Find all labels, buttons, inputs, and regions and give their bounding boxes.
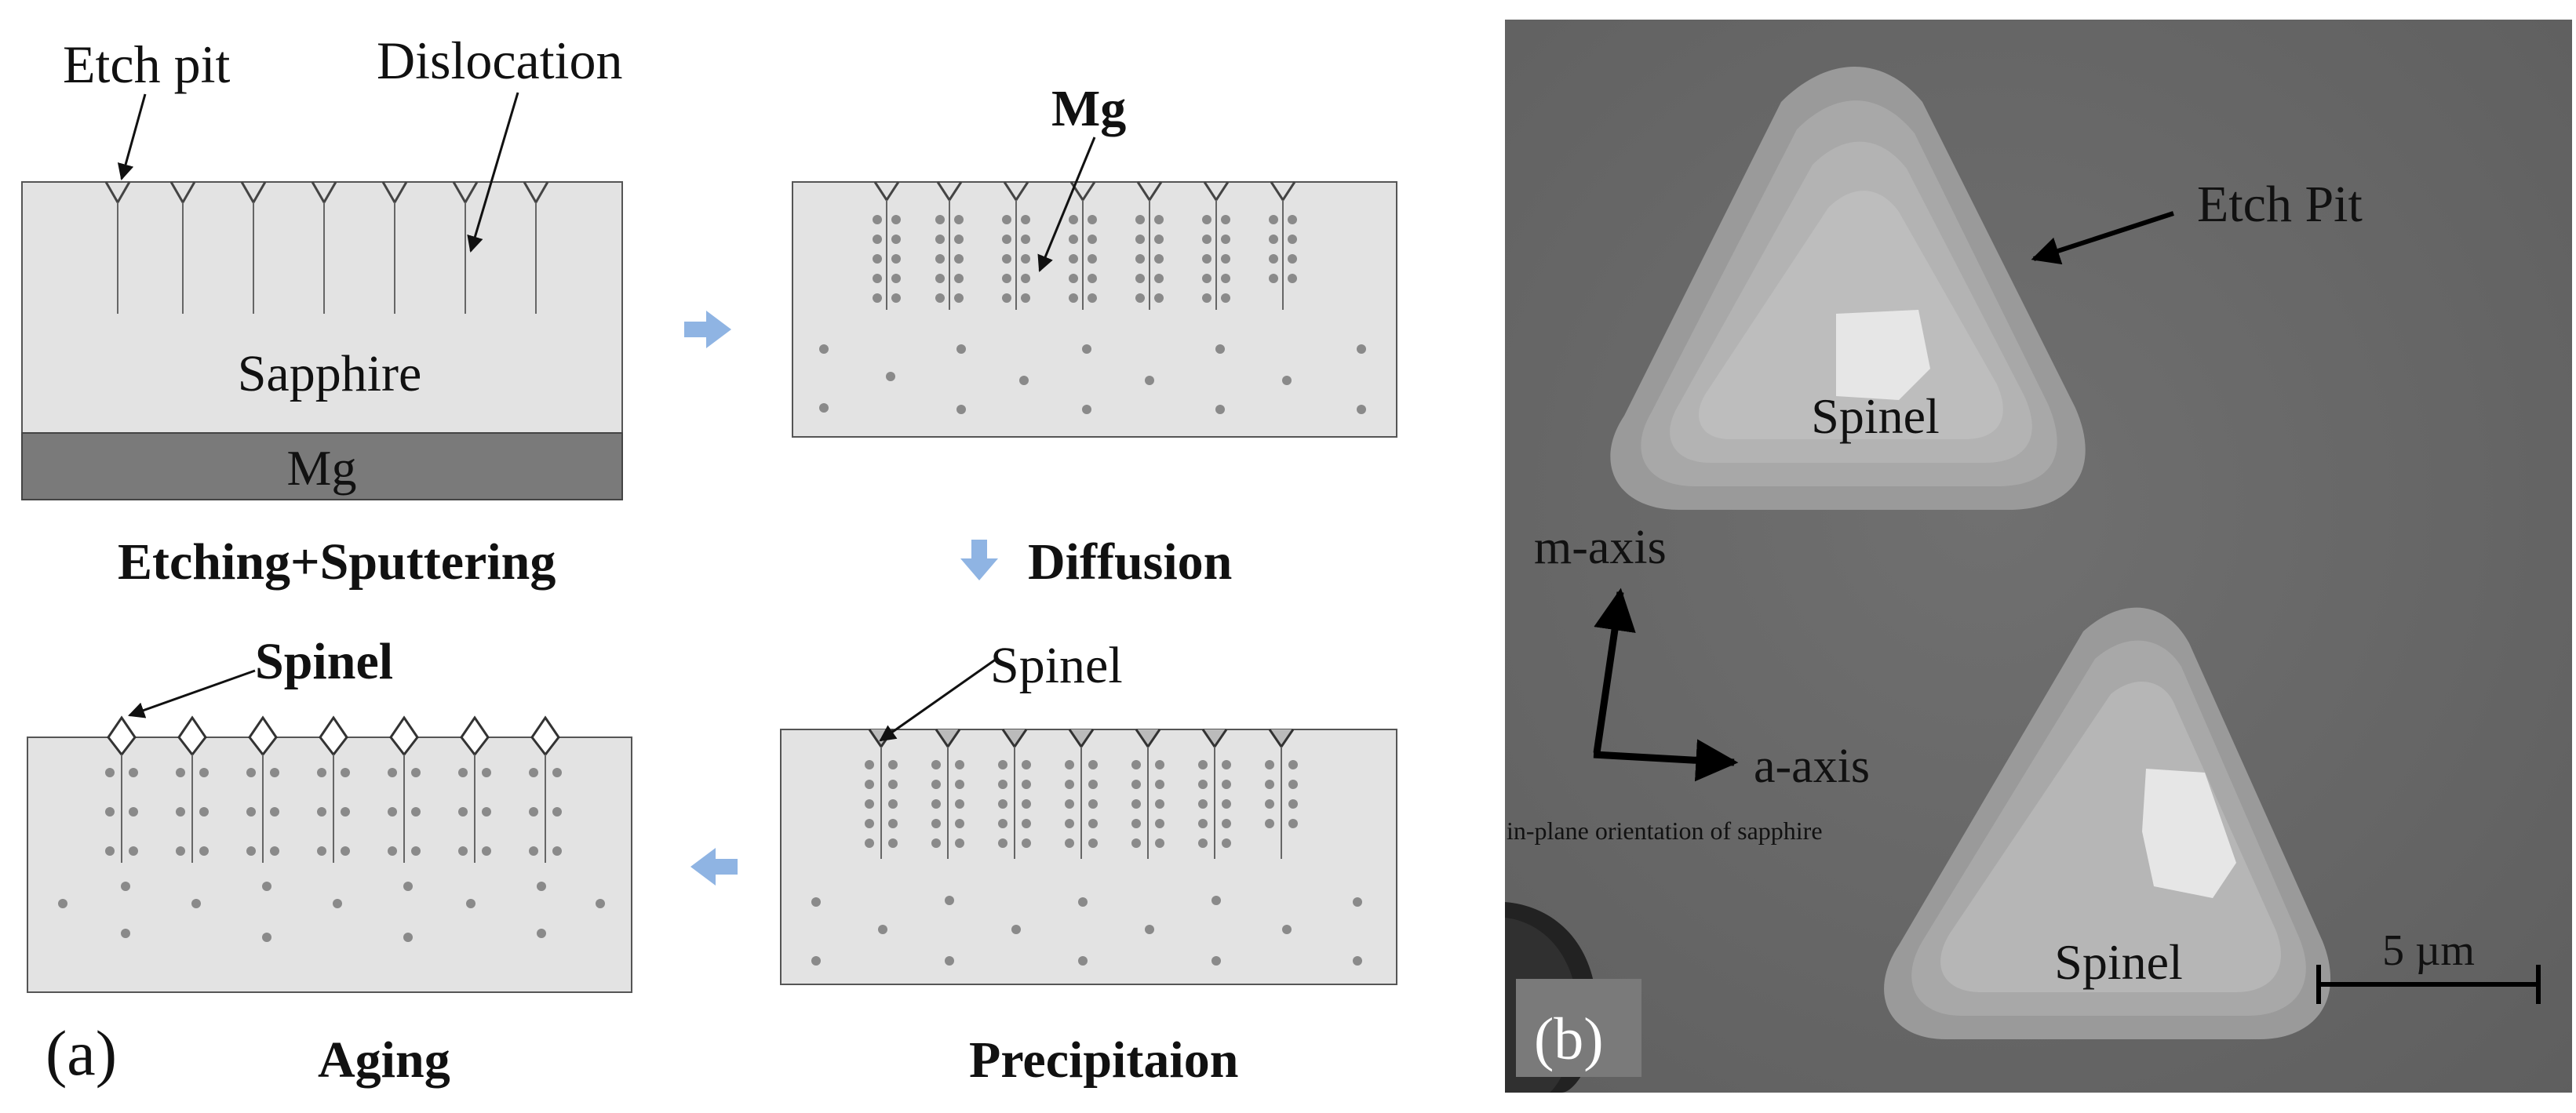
dislocation-lines-step2 [886,200,1284,310]
panel-a-tag: (a) [46,1017,117,1089]
step4-caption: Aging [318,1031,450,1089]
mg-dots-step4 [58,768,605,942]
etch-pit-pointer [117,93,147,181]
sapphire-substrate-2 [792,181,1397,438]
panel-b-tag: (b) [1534,1006,1604,1072]
mg-pointer [1037,136,1096,272]
dislocation-lines-step3 [880,747,1282,859]
spinel-label-top: Spinel [1811,388,1940,444]
dislocation-pointer [467,92,519,253]
step3-schematic: Spinel Precipitaion [780,637,1397,1089]
process-arrow-down [960,540,998,580]
spinel-core-bottom [2142,769,2236,898]
m-axis-arrow [1593,587,1636,754]
step3-caption: Precipitaion [969,1031,1238,1089]
mg-dots-step3 [811,760,1362,966]
sapphire-substrate-3 [780,729,1397,985]
dislocation-label: Dislocation [377,31,623,90]
mg-label: Mg [1051,80,1126,137]
spinel-core-top [1836,310,1930,400]
etch-pit-bottom [1884,607,2331,1039]
orientation-caption: in-plane orientation of sapphire [1507,817,1823,845]
panel-b: Etch Pit Spinel Spinel m-axis a-axis in-… [1505,20,2572,1093]
step4-schematic: Spinel Aging [27,633,632,1089]
orientation-axes: m-axis a-axis in-plane orientation of sa… [1507,521,1870,845]
a-axis-label: a-axis [1754,740,1870,793]
sapphire-substrate-4 [27,737,632,993]
spinel-label-step4: Spinel [255,633,393,690]
mg-layer-label: Mg [287,440,357,496]
scale-bar: 5 µm [2316,926,2541,1004]
process-arrow-left [690,848,738,886]
m-axis-label: m-axis [1534,521,1667,574]
mg-dots-step2 [819,215,1366,414]
scale-bar-label: 5 µm [2382,926,2475,975]
step1-caption: Etching+Sputtering [118,533,556,591]
spinel-label-bottom: Spinel [2054,934,2183,990]
spinel-pointer-step4 [128,669,256,718]
diffusion-caption: Diffusion [1028,533,1232,591]
a-axis-arrow [1593,739,1739,782]
dislocation-lines-step1 [117,202,537,314]
panel-a: Etch pit Dislocation Sapphire Mg Etching… [21,31,1397,1089]
spinel-pits-step3 [868,729,1295,749]
step2-schematic: Mg [792,80,1397,438]
etch-pit-top [1610,67,2086,510]
etch-pit-label: Etch pit [63,35,231,94]
etch-pit-pointer-b [2031,211,2174,265]
spinel-pointer-step3 [879,657,997,742]
spinel-label-step3: Spinel [990,637,1123,694]
step1-schematic: Etch pit Dislocation Sapphire Mg Etching… [21,31,623,591]
dislocation-lines-step4 [121,755,546,863]
sapphire-label: Sapphire [238,345,422,402]
mg-layer [21,432,623,500]
etch-pit-label-b: Etch Pit [2197,176,2363,233]
process-arrow-right [684,311,731,348]
panel-b-tag-box [1516,979,1641,1077]
sapphire-substrate-1 [21,181,623,434]
